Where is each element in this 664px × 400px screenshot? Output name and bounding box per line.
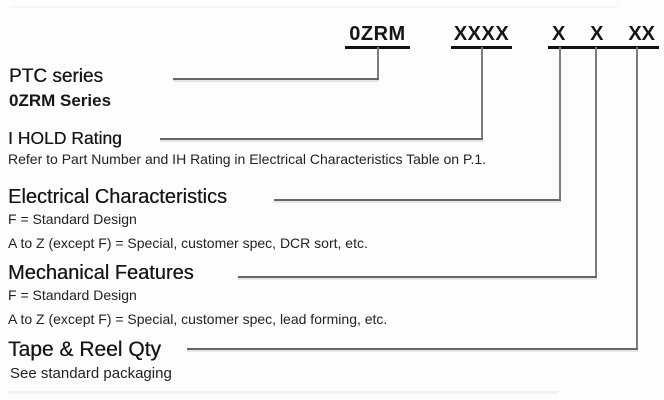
section-title-ptc-series: PTC series <box>9 66 103 87</box>
part-number-segment-tape-reel: XX <box>628 23 655 45</box>
part-number-segment-ihold: XXXX <box>451 24 512 49</box>
ptc-series-subtitle: 0ZRM Series <box>9 91 112 110</box>
mechanical-special-note: A to Z (except F) = Special, customer sp… <box>8 311 388 327</box>
connector-mechanical-vline <box>595 47 597 278</box>
tape-reel-packaging-note: See standard packaging <box>10 365 172 382</box>
scan-artifact-top-line <box>10 6 618 8</box>
part-number-segment-suffix-group: X X XX <box>548 24 659 49</box>
connector-ihold-hline <box>160 138 483 140</box>
connector-tape-reel-vline <box>636 47 638 350</box>
connector-tape-reel-hline <box>187 348 638 350</box>
section-title-tape-reel-qty: Tape & Reel Qty <box>8 338 161 361</box>
section-title-electrical-characteristics: Electrical Characteristics <box>8 186 227 208</box>
section-title-mechanical-features: Mechanical Features <box>8 262 194 284</box>
mechanical-standard-design-note: F = Standard Design <box>8 287 137 303</box>
connector-electrical-hline <box>274 199 561 201</box>
connector-ihold-vline <box>481 47 483 140</box>
connector-electrical-vline <box>559 47 561 201</box>
electrical-standard-design-note: F = Standard Design <box>8 211 137 227</box>
part-number-segment-mechanical: X <box>590 23 604 45</box>
part-number-segment-electrical: X <box>552 23 566 45</box>
electrical-special-note: A to Z (except F) = Special, customer sp… <box>8 235 368 251</box>
connector-series-vline <box>377 47 379 80</box>
ihold-rating-note: Refer to Part Number and IH Rating in El… <box>8 151 487 167</box>
connector-mechanical-hline <box>238 276 597 278</box>
section-title-ihold-rating: I HOLD Rating <box>8 128 122 148</box>
connector-series-hline <box>173 78 379 80</box>
part-number-segment-series: 0ZRM <box>345 24 410 49</box>
scan-artifact-bottom-line <box>8 391 558 394</box>
